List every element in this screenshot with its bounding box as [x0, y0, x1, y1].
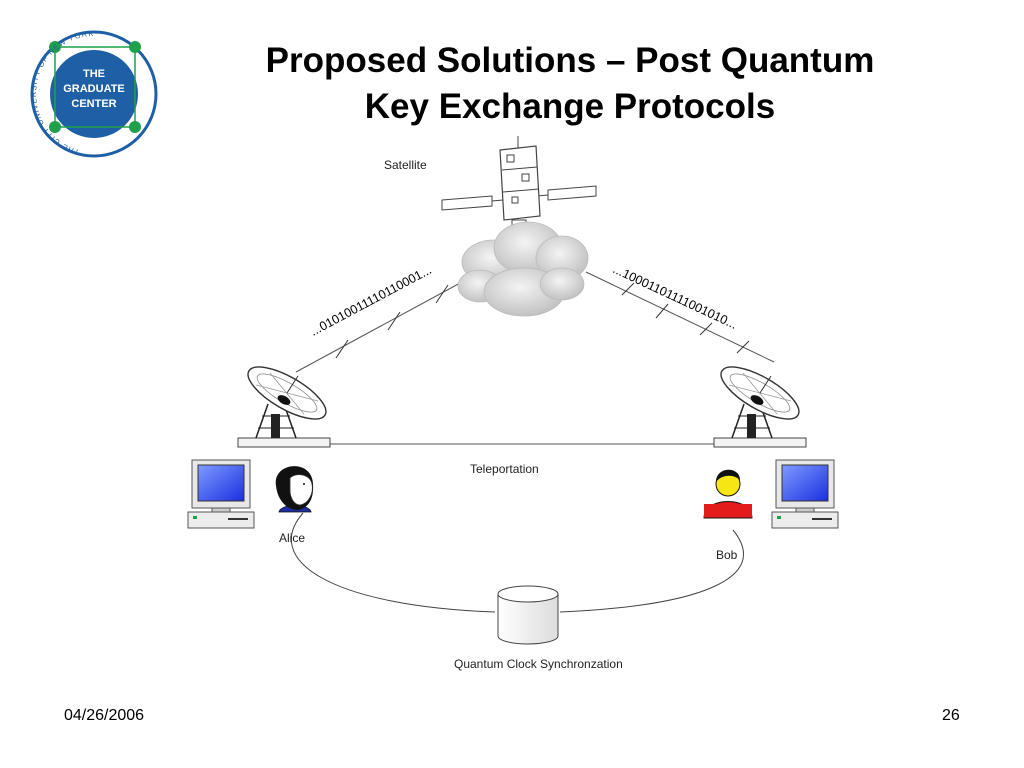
title-line-2: Key Exchange Protocols [364, 87, 776, 126]
clock-sync-label: Quantum Clock Synchronzation [454, 657, 623, 671]
alice-person-icon [275, 466, 314, 513]
right-bit-string: ...10001101111001010... [611, 262, 740, 332]
slide-title: Proposed Solutions – Post Quantum Key Ex… [190, 38, 950, 130]
clock-link-left [291, 512, 496, 613]
satellite-label: Satellite [384, 158, 427, 172]
left-bit-string: ...01010011110110001... [308, 263, 434, 339]
logo-text-line: GRADUATE [63, 83, 125, 95]
link-tick [736, 340, 750, 354]
link-tick [621, 282, 635, 296]
logo-text-line: CENTER [71, 98, 116, 110]
logo-node-icon [49, 41, 61, 53]
teleportation-label: Teleportation [470, 462, 539, 476]
alice-computer-icon [187, 459, 255, 529]
link-tick [435, 284, 449, 304]
logo-text-line: THE [83, 68, 105, 80]
left-satellite-dish-icon [237, 366, 331, 448]
slide-number: 26 [942, 707, 960, 724]
logo-node-icon [129, 41, 141, 53]
alice-label: Alice [279, 531, 306, 545]
link-tick [387, 311, 401, 331]
satellite-icon [441, 136, 597, 235]
slide-date: 04/26/2006 [64, 707, 145, 724]
link-tick [335, 339, 349, 359]
link-tick [655, 303, 669, 319]
bob-label: Bob [716, 548, 738, 562]
clock-link-right [559, 529, 745, 613]
clock-database-icon [497, 585, 559, 645]
title-line-1: Proposed Solutions – Post Quantum [265, 41, 875, 80]
quantum-link-right [585, 271, 775, 363]
logo-node-icon [49, 121, 61, 133]
logo-node-icon [129, 121, 141, 133]
cloud-icon [457, 221, 589, 317]
bob-computer-icon [771, 459, 839, 529]
right-satellite-dish-icon [713, 366, 807, 448]
link-tick [699, 322, 713, 336]
quantum-link-left [295, 281, 463, 373]
graduate-center-logo: THE GRADUATE CENTER THE CITY UNIVERSITY … [29, 29, 158, 158]
bob-person-icon [703, 469, 753, 519]
